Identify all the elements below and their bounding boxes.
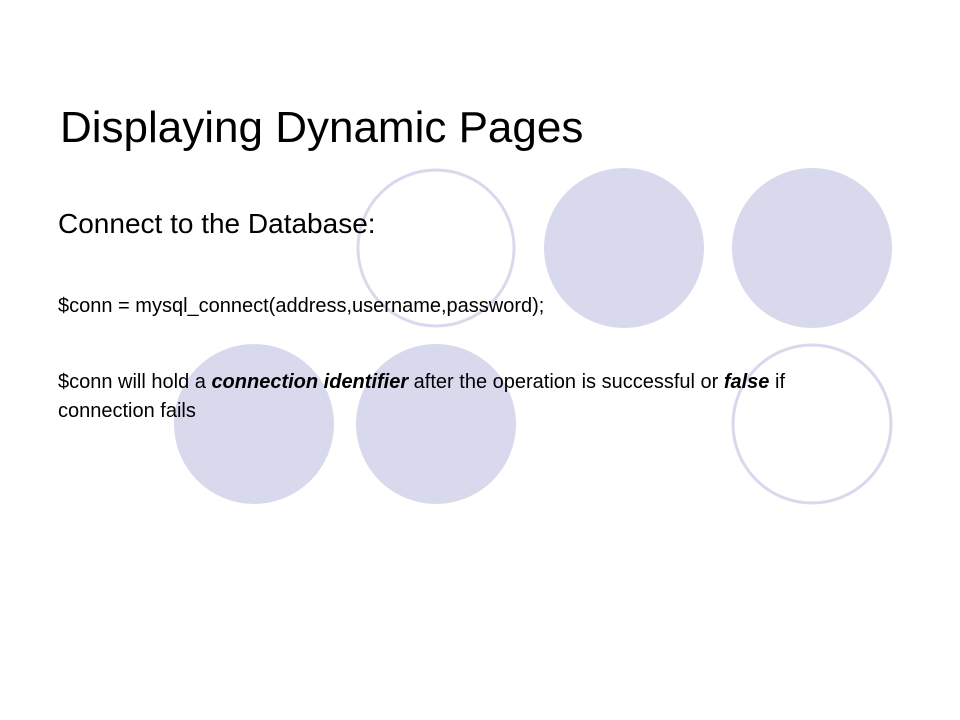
description-text-1: $conn will hold a: [58, 371, 212, 393]
slide-title: Displaying Dynamic Pages: [60, 103, 584, 152]
filled-circle-top-right: [732, 168, 892, 328]
outline-circle-bottom-right: [731, 343, 893, 505]
section-heading: Connect to the Database:: [58, 208, 376, 239]
filled-circle-top-middle: [544, 168, 704, 328]
emphasis-false: false: [723, 371, 770, 393]
outline-circle-top-left: [356, 168, 516, 328]
emphasis-connection-identifier: connection identifier: [211, 371, 409, 393]
filled-circle-bottom-left: [174, 344, 334, 504]
description-paragraph: $conn will hold a connection identifier …: [58, 368, 858, 426]
description-text-3: if connection fails: [58, 371, 785, 422]
code-line: $conn = mysql_connect(address,username,p…: [58, 295, 545, 317]
filled-circle-bottom-middle: [356, 344, 516, 504]
description-text-2: after the operation is successful or: [408, 371, 724, 393]
